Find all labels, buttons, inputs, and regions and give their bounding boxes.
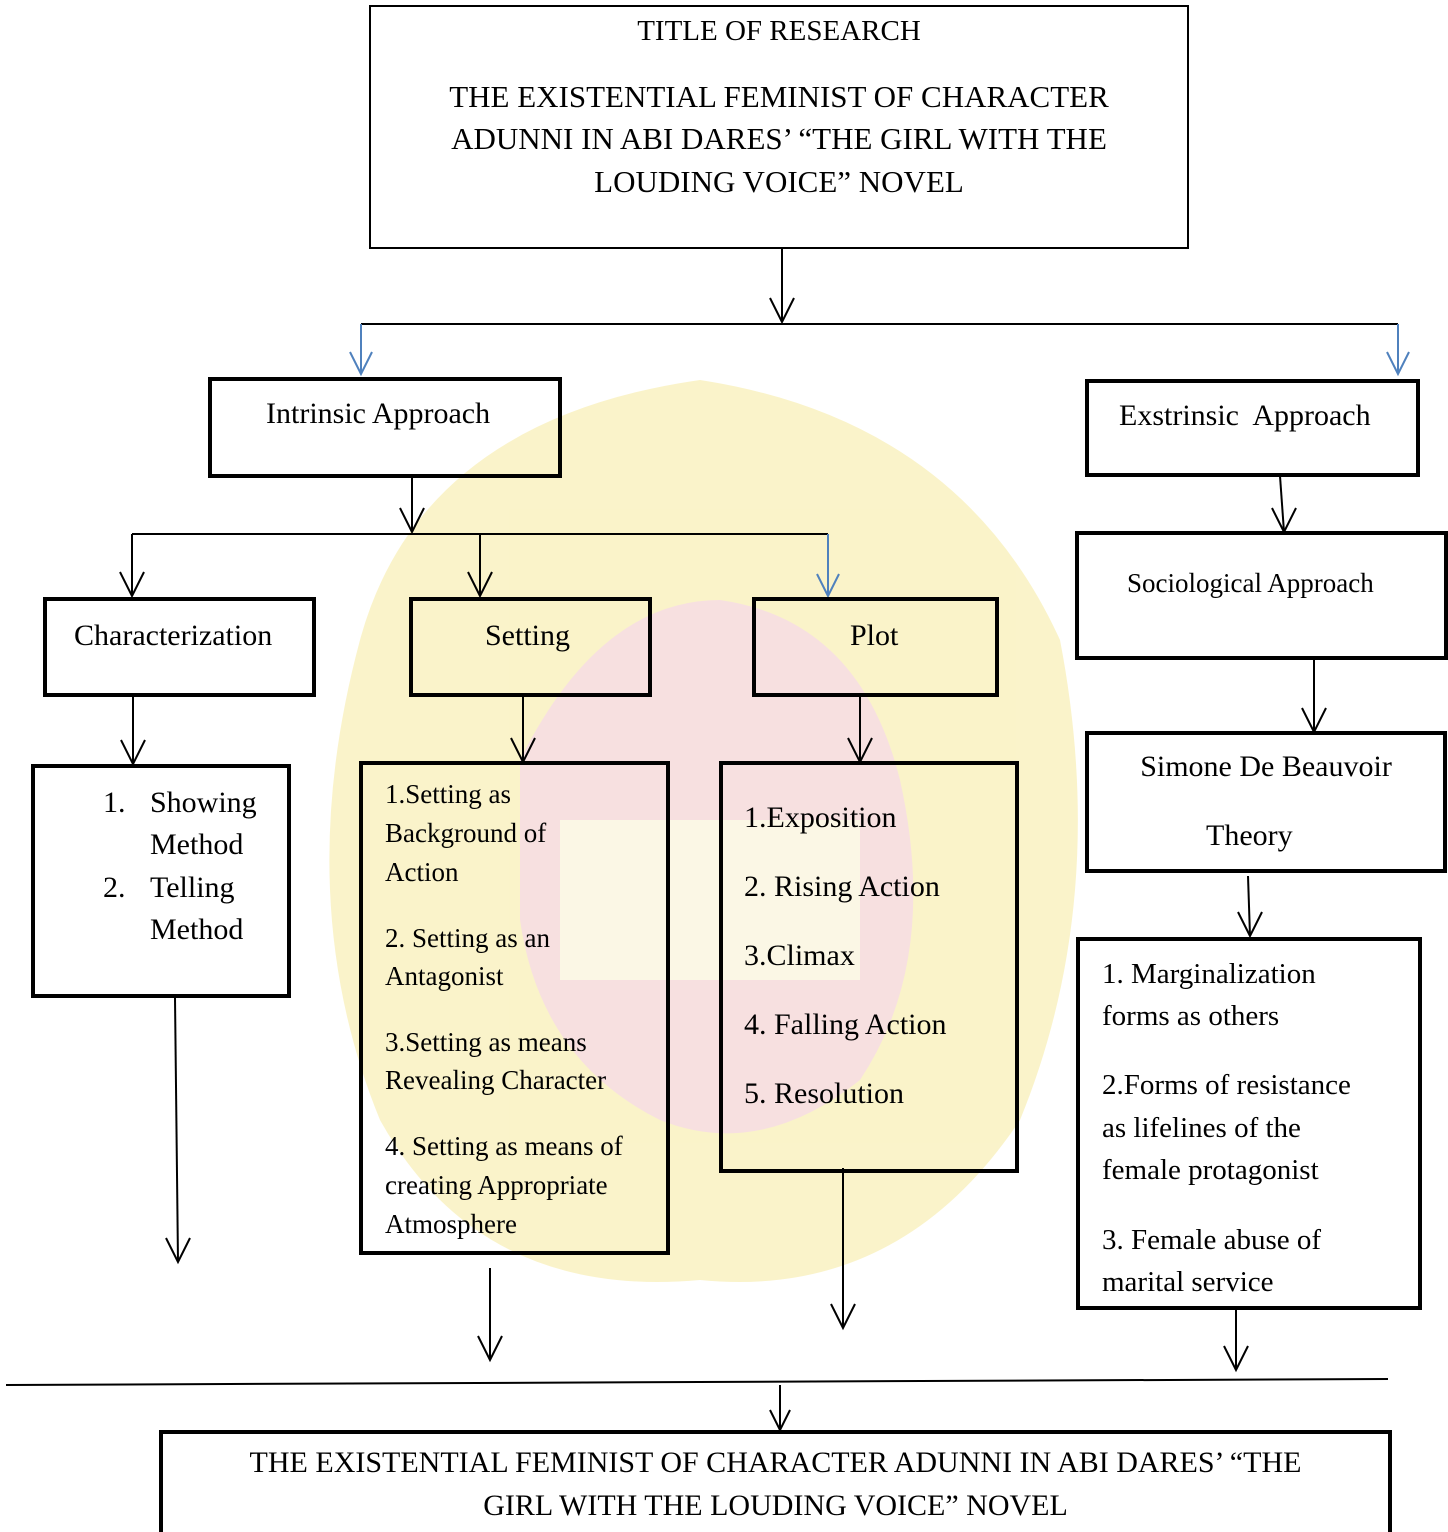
list-item: as lifelines of the [1102,1112,1301,1144]
title-heading: TITLE OF RESEARCH [637,15,921,47]
setting-box: Setting [409,597,652,697]
characterization-methods-box: 1. Showing Method 2. Telling Method [31,764,291,998]
title-line: LOUDING VOICE” NOVEL [594,164,964,199]
list-item: 4. Setting as means of [385,1131,623,1161]
list-item: Method [150,913,244,946]
list-item: Showing [150,786,257,819]
list-item: Atmosphere [385,1209,517,1239]
theory-line: Simone De Beauvoir [1140,750,1392,783]
sociological-approach-label: Sociological Approach [1127,568,1374,598]
setting-label: Setting [485,619,571,652]
list-item: marital service [1102,1266,1274,1298]
list-number: 2. [103,871,126,904]
list-item: 3. Female abuse of [1102,1224,1322,1256]
list-number: 1. [103,786,126,819]
list-item: Telling [150,871,235,904]
conclusion-box: THE EXISTENTIAL FEMINIST OF CHARACTER AD… [159,1430,1392,1532]
list-item: 4. Falling Action [744,1008,947,1041]
extrinsic-approach-box: Exstrinsic Approach [1085,379,1420,477]
list-item: female protagonist [1102,1154,1319,1186]
conclusion-line: THE EXISTENTIAL FEMINIST OF CHARACTER AD… [249,1446,1302,1479]
list-item: Revealing Character [385,1065,607,1095]
characterization-box: Characterization [43,597,316,697]
list-item: 2.Forms of resistance [1102,1069,1351,1101]
theory-items-box: 1. Marginalization forms as others 2.For… [1076,937,1422,1310]
list-item: 1.Exposition [744,801,897,834]
plot-items-box: 1.Exposition 2. Rising Action 3.Climax 4… [719,761,1019,1173]
characterization-label: Characterization [74,619,273,652]
list-item: forms as others [1102,1000,1280,1032]
extrinsic-approach-label: Exstrinsic Approach [1119,399,1371,432]
list-item: Background of [385,818,547,848]
title-line: ADUNNI IN ABI DARES’ “THE GIRL WITH THE [451,121,1107,156]
intrinsic-approach-box: Intrinsic Approach [208,377,562,478]
intrinsic-approach-label: Intrinsic Approach [266,397,491,430]
list-item: 3.Climax [744,939,855,972]
list-item: Antagonist [385,961,504,991]
title-line: THE EXISTENTIAL FEMINIST OF CHARACTER [449,79,1109,114]
theory-box: Simone De Beauvoir Theory [1085,731,1447,873]
theory-line: Theory [1206,819,1293,852]
plot-box: Plot [752,597,999,697]
list-item: 2. Rising Action [744,870,940,903]
list-item: 2. Setting as an [385,923,550,953]
list-item: Method [150,828,244,861]
list-item: Action [385,857,459,887]
setting-items-box: 1.Setting as Background of Action 2. Set… [359,761,670,1255]
list-item: 1. Marginalization [1102,958,1316,990]
plot-label: Plot [850,619,899,652]
list-item: 5. Resolution [744,1077,905,1110]
conclusion-line: GIRL WITH THE LOUDING VOICE” NOVEL [483,1489,1068,1522]
sociological-approach-box: Sociological Approach [1075,531,1448,660]
title-box: TITLE OF RESEARCH THE EXISTENTIAL FEMINI… [369,5,1189,249]
list-item: creating Appropriate [385,1170,608,1200]
list-item: 3.Setting as means [385,1027,587,1057]
list-item: 1.Setting as [385,779,511,809]
